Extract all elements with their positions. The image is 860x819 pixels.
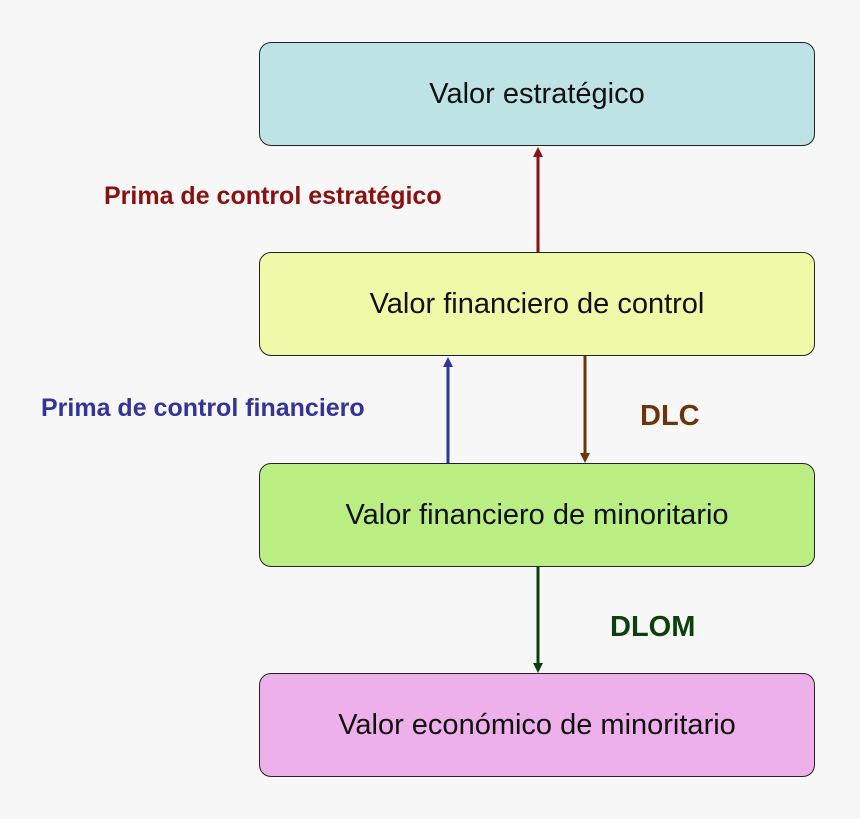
dlom-label: DLOM bbox=[610, 611, 696, 643]
financial-premium-label: Prima de control financiero bbox=[41, 394, 365, 422]
dlc-label: DLC bbox=[640, 400, 700, 432]
economic-minority-value-box: Valor económico de minoritario bbox=[259, 673, 815, 777]
financial-control-value-box: Valor financiero de control bbox=[259, 252, 815, 356]
strategic-premium-label: Prima de control estratégico bbox=[104, 182, 442, 210]
strategic-value-box: Valor estratégico bbox=[259, 42, 815, 146]
financial-minority-value-box: Valor financiero de minoritario bbox=[259, 463, 815, 567]
